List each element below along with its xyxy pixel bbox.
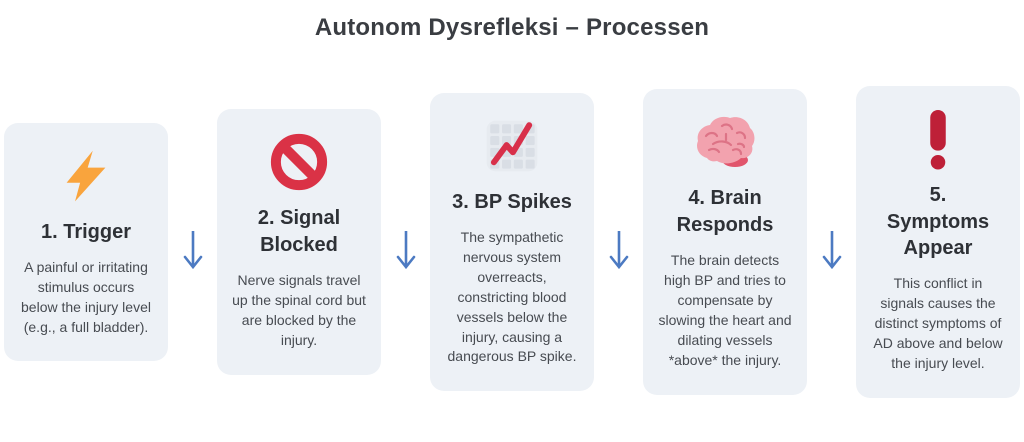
exclamation-icon [925,108,951,170]
step-heading: 3. BP Spikes [452,190,572,213]
step-description: The brain detects high BP and tries to c… [658,252,792,368]
step-description: The sympathetic nervous system overreact… [447,229,577,365]
flow-arrow-down-icon [381,229,430,271]
step-card-bp-spikes: 3. BP Spikes The sympathetic nervous sys… [430,92,594,392]
flow-arrow-down-icon [168,229,217,271]
flow-arrow-down-icon [594,229,643,271]
step-description: Nerve signals travel up the spinal cord … [232,272,366,348]
process-flow: 1. Trigger A painful or irritating stimu… [0,42,1024,442]
step-description: A painful or irritating stimulus occurs … [21,258,151,335]
step-card-signal-blocked: 2. Signal Blocked Nerve signals travel u… [217,109,381,375]
step-card-symptoms-appear: 5. Symptoms Appear This conflict in sign… [856,86,1020,398]
step-heading: 5. Symptoms Appear [886,184,990,259]
step-description: This conflict in signals causes the dist… [873,275,1003,371]
flow-arrow-down-icon [807,229,856,271]
step-card-brain-responds: 4. Brain Responds The brain detects high… [643,89,807,395]
step-heading: 1. Trigger [40,220,132,243]
no-entry-icon [270,131,328,193]
chart-increasing-icon [483,115,541,177]
step-card-trigger: 1. Trigger A painful or irritating stimu… [4,122,168,362]
step-heading: 2. Signal Blocked [257,207,341,256]
lightning-icon [59,145,113,207]
step-heading: 4. Brain Responds [676,187,774,236]
diagram-title: Autonom Dysrefleksi – Processen [314,14,710,41]
brain-icon [692,111,758,173]
